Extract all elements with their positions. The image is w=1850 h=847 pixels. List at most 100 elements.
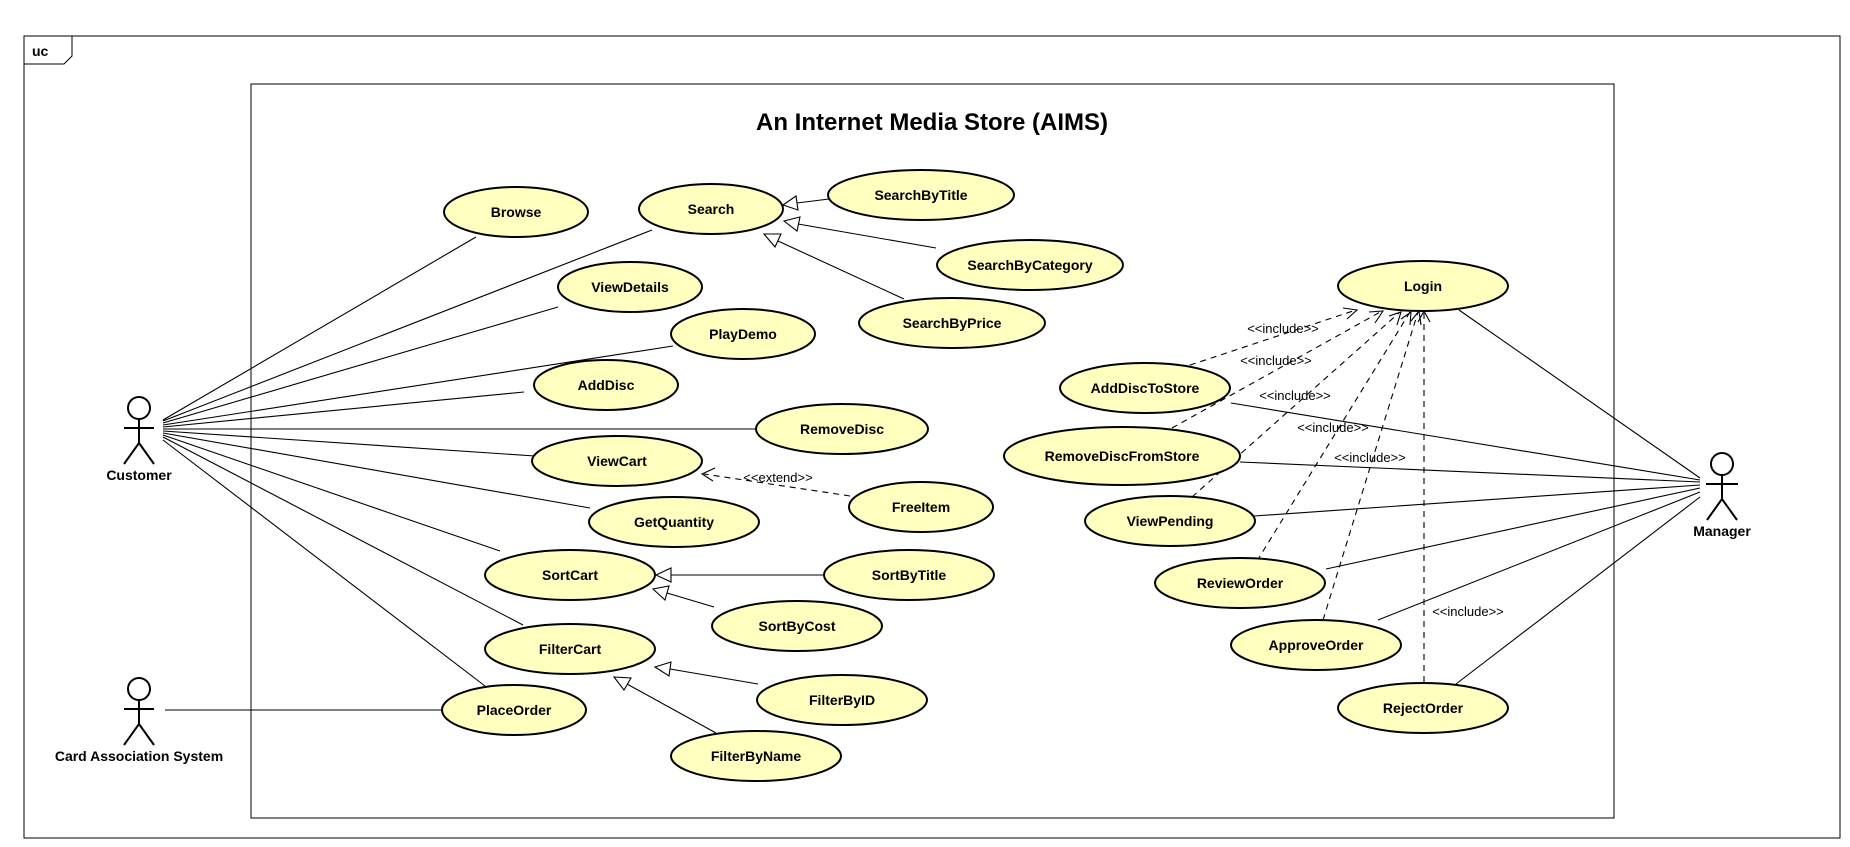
frame-tab [24,36,73,65]
actor-card-association-system[interactable]: Card Association System [55,677,223,764]
use-case-label: FilterByName [711,748,801,764]
extend-label: <<extend>> [743,470,812,485]
include-revieworder-arrow [1400,310,1412,326]
use-case-login[interactable]: Login [1337,260,1509,312]
customer-associations [162,229,757,687]
extend-arrow [700,467,716,482]
assoc-customer-viewcart [162,430,536,457]
use-case-search[interactable]: Search [638,183,784,235]
use-case-label: ViewPending [1127,513,1214,529]
include-label: <<include>> [1240,353,1312,368]
actor-manager-head [1710,452,1734,476]
use-case-label: Login [1404,278,1442,294]
use-case-playdemo[interactable]: PlayDemo [670,308,816,360]
assoc-customer-adddisc [162,391,525,428]
gen-sortbycost-arrow [651,585,670,602]
search-generalizations [762,195,937,300]
use-case-adddisc[interactable]: AddDisc [533,359,679,411]
assoc-customer-search [162,229,653,422]
use-case-viewdetails[interactable]: ViewDetails [557,261,703,313]
assoc-manager-login [1458,309,1701,479]
actor-manager-leg-left [1706,498,1723,521]
include-label: <<include>> [1334,450,1406,465]
use-case-label: SearchByTitle [874,187,967,203]
use-case-viewpending[interactable]: ViewPending [1084,495,1256,547]
gen-sortbytitle-arrow [654,567,672,583]
use-case-adddisctostore[interactable]: AddDiscToStore [1059,362,1231,414]
use-case-label: PlayDemo [709,326,777,342]
use-case-searchbytitle[interactable]: SearchByTitle [827,169,1015,221]
use-case-browse[interactable]: Browse [443,186,589,238]
use-case-label: FilterByID [809,692,875,708]
use-case-label: ViewCart [587,453,647,469]
use-case-label: GetQuantity [634,514,714,530]
include-approveorder-arrow [1410,309,1422,326]
extend-freeitem-viewcart: <<extend>> [700,467,851,497]
gen-searchbytitle-arrow [781,195,799,211]
use-case-label: RemoveDiscFromStore [1045,448,1200,464]
assoc-manager-revieworder [1325,487,1701,570]
use-case-label: FreeItem [892,499,950,515]
gen-filterbyname-line [626,683,717,734]
sortcart-generalizations [651,567,826,608]
actor-customer-leg-right [138,442,155,465]
use-case-label: SearchByCategory [967,257,1092,273]
gen-filterbyid-line [669,668,759,685]
frame-tab-label: uc [32,43,49,59]
assoc-customer-viewdetails [162,306,559,424]
use-case-sortbytitle[interactable]: SortByTitle [823,549,995,601]
use-case-filterbyname[interactable]: FilterByName [670,730,842,782]
diagram-frame [23,35,1841,839]
actor-customer-head [127,396,151,420]
use-case-label: AddDisc [578,377,635,393]
use-case-searchbyprice[interactable]: SearchByPrice [858,297,1046,349]
use-case-label: PlaceOrder [477,702,552,718]
manager-associations [1230,309,1701,685]
use-case-label: ApproveOrder [1269,637,1364,653]
use-case-rejectorder[interactable]: RejectOrder [1337,682,1509,734]
use-case-label: SortByTitle [872,567,947,583]
use-case-label: ReviewOrder [1197,575,1284,591]
assoc-manager-approveorder [1377,491,1701,621]
use-case-filtercart[interactable]: FilterCart [484,623,656,675]
gen-searchbyprice-line [777,240,905,300]
assoc-manager-rejectorder [1455,496,1701,685]
use-case-label: SortByCost [758,618,835,634]
use-case-revieworder[interactable]: ReviewOrder [1154,557,1326,609]
include-label: <<include>> [1259,388,1331,403]
actor-customer-label: Customer [106,467,172,483]
use-case-removedisc[interactable]: RemoveDisc [755,403,929,455]
include-label: <<include>> [1432,604,1504,619]
gen-searchbycategory-arrow [782,216,801,232]
actor-customer-leg-left [123,442,140,465]
use-case-freeitem[interactable]: FreeItem [848,481,994,533]
use-case-getquantity[interactable]: GetQuantity [588,496,760,548]
include-adddisctostore-arrow [1342,307,1359,320]
include-removediscfromstore-line [1171,310,1383,429]
gen-filterbyid-arrow [653,661,672,677]
use-case-searchbycategory[interactable]: SearchByCategory [936,239,1124,291]
use-case-label: AddDiscToStore [1091,380,1200,396]
use-case-placeorder[interactable]: PlaceOrder [441,684,587,736]
actor-card-leg-left [123,723,140,746]
actor-customer[interactable]: Customer [106,396,172,483]
actor-card-label: Card Association System [55,748,223,764]
use-case-sortcart[interactable]: SortCart [484,549,656,601]
use-case-label: Search [688,201,735,217]
actor-manager-leg-right [1721,498,1738,521]
actor-card-head [127,677,151,701]
actor-manager[interactable]: Manager [1693,452,1751,539]
use-case-approveorder[interactable]: ApproveOrder [1230,619,1402,671]
include-label: <<include>> [1247,321,1319,336]
system-title: An Internet Media Store (AIMS) [756,109,1108,136]
include-approveorder-line [1322,311,1419,621]
use-case-removediscfromstore[interactable]: RemoveDiscFromStore [1003,426,1241,486]
use-case-sortbycost[interactable]: SortByCost [711,600,883,652]
assoc-customer-sortcart [162,434,501,552]
assoc-customer-filtercart [162,436,524,626]
use-case-viewcart[interactable]: ViewCart [531,435,703,487]
use-case-filterbyid[interactable]: FilterByID [756,674,928,726]
gen-searchbyprice-arrow [762,233,782,249]
assoc-customer-getquantity [162,432,591,509]
assoc-customer-playdemo [162,345,674,426]
